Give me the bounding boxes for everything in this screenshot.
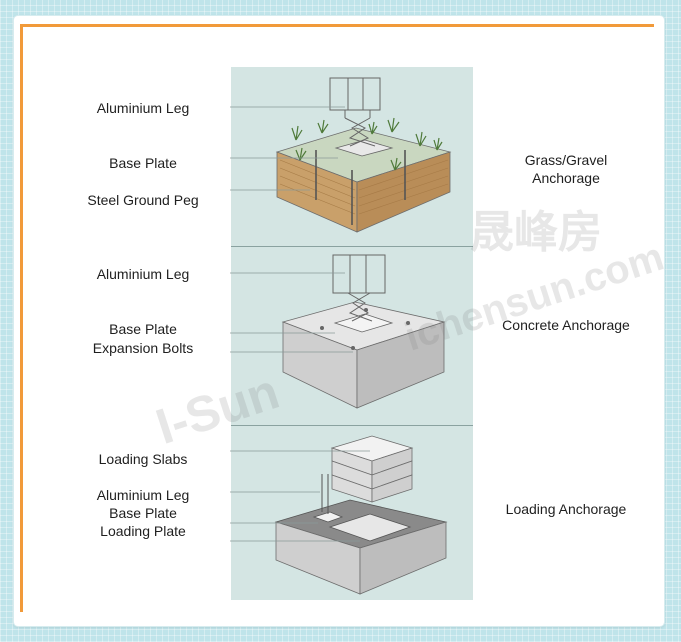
label-grass-gravel: Grass/Gravel <box>524 152 608 168</box>
label-loading-plate: Loading Plate <box>100 523 186 539</box>
label-anchorage: Anchorage <box>532 170 600 186</box>
label-loading-anchorage: Loading Anchorage <box>505 501 627 517</box>
label-aluminium-leg-2: Aluminium Leg <box>96 266 190 282</box>
leader-lines <box>230 106 370 542</box>
section-divider-1 <box>231 246 473 247</box>
label-loading-slabs: Loading Slabs <box>98 451 188 467</box>
loading-anchorage-drawing <box>274 435 448 595</box>
section-divider-2 <box>231 425 473 426</box>
concrete-anchorage-drawing <box>281 254 446 409</box>
grass-anchorage-drawing <box>275 77 452 233</box>
label-steel-ground-peg: Steel Ground Peg <box>87 192 199 208</box>
label-aluminium-leg-3: Aluminium Leg <box>96 487 190 503</box>
label-base-plate-2: Base Plate <box>109 321 177 337</box>
label-base-plate-1: Base Plate <box>109 155 177 171</box>
label-concrete-anchorage: Concrete Anchorage <box>502 317 630 333</box>
label-expansion-bolts: Expansion Bolts <box>92 340 194 356</box>
accent-bar-left <box>20 24 23 612</box>
label-aluminium-leg-1: Aluminium Leg <box>96 100 190 116</box>
accent-bar-top <box>20 24 654 27</box>
label-base-plate-3: Base Plate <box>109 505 177 521</box>
